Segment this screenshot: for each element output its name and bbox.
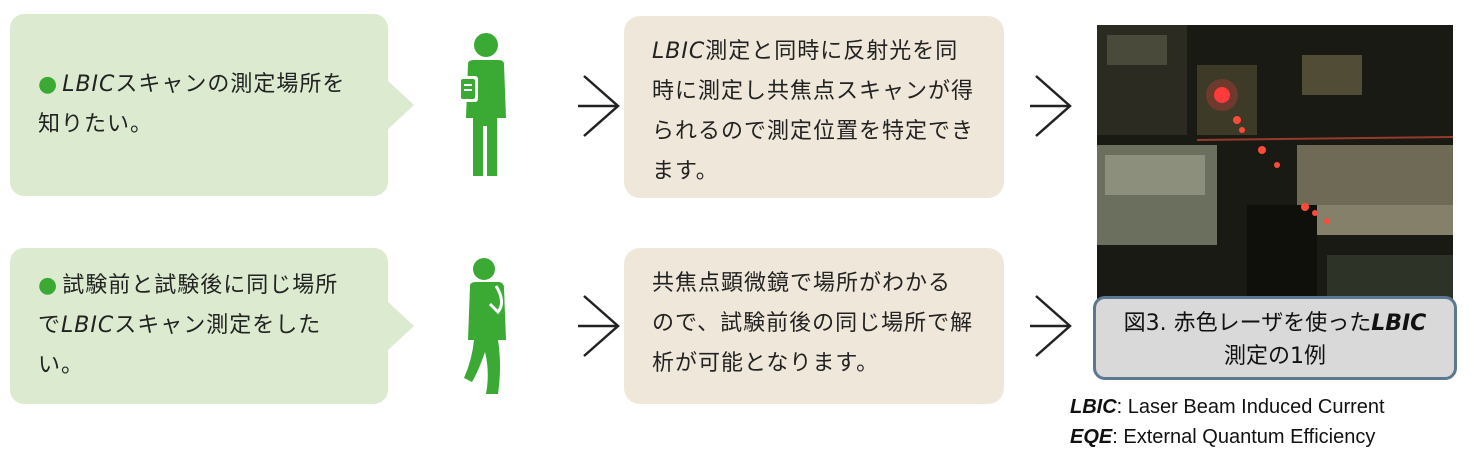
bullet: ●: [38, 72, 59, 97]
figure-caption: 図3. 赤色レーザを使ったLBIC 測定の1例: [1093, 296, 1457, 380]
arrow-icon-2b: [1030, 295, 1072, 357]
legend-lbic: LBIC: Laser Beam Induced Current: [1070, 396, 1385, 418]
answer-text-2: 共焦点顕微鏡で場所がわかる ので、試験前後の同じ場所で解 析が可能となります。: [652, 271, 974, 376]
laser-lbic-photo: [1097, 25, 1453, 300]
term-lbic: LBIC: [61, 313, 115, 338]
legend-eqe: EQE: External Quantum Efficiency: [1070, 426, 1376, 448]
person-thinking-icon: [464, 258, 506, 394]
need-text-2: ●試験前と試験後に同じ場所 でLBICスキャン測定をしたい。: [38, 273, 339, 378]
answer-box-2: 共焦点顕微鏡で場所がわかる ので、試験前後の同じ場所で解 析が可能となります。: [624, 248, 1004, 404]
need-bubble-1: ●LBICスキャンの測定場所を 知りたい。: [10, 14, 414, 196]
need-bubble-2: ●試験前と試験後に同じ場所 でLBICスキャン測定をしたい。: [10, 248, 414, 404]
bullet: ●: [38, 273, 59, 298]
need-text-1: ●LBICスキャンの測定場所を 知りたい。: [38, 72, 346, 137]
arrow-icon-1a: [578, 75, 620, 137]
arrow-icon-2a: [578, 295, 620, 357]
answer-box-1: LBIC測定と同時に反射光を同 時に測定し共焦点スキャンが得 られるので測定位置…: [624, 16, 1004, 198]
term-lbic: LBIC: [1371, 311, 1427, 336]
photo-illustration: [1097, 25, 1453, 300]
answer-text-1: LBIC測定と同時に反射光を同 時に測定し共焦点スキャンが得 られるので測定位置…: [652, 39, 975, 184]
person-clipboard-icon: [458, 33, 506, 176]
term-lbic: LBIC: [62, 72, 116, 97]
arrow-icon-1b: [1030, 75, 1072, 137]
